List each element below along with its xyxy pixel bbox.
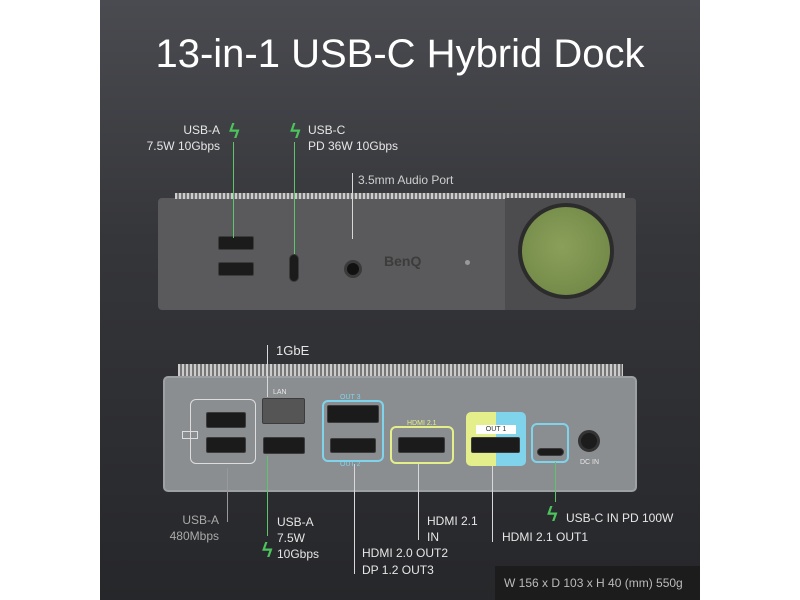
dp-label: OUT 3: [340, 394, 361, 401]
usbc-in-callout: USB-C IN PD 100W: [566, 511, 674, 525]
usb-a-port: [263, 437, 305, 454]
callout-line: [555, 462, 556, 502]
callout-line: [233, 142, 234, 238]
lightning-icon: ϟ: [229, 121, 240, 143]
hdmi-out1-callout: HDMI 2.1 OUT1: [502, 530, 589, 544]
callout-line: [294, 142, 295, 254]
lightning-icon: ϟ: [262, 540, 273, 562]
dock-front-vent: [175, 193, 625, 199]
usb-a-port: [206, 412, 246, 428]
dock-back: [163, 376, 637, 492]
callout-line: [227, 468, 228, 522]
front-usbc-label: USB-C: [308, 123, 346, 137]
hdmi-in-port: [398, 437, 445, 453]
hdmi-out2-callout: HDMI 2.0 OUT2: [362, 546, 449, 560]
dp-out3-callout: DP 1.2 OUT3: [362, 563, 434, 577]
page-title: 13-in-1 USB-C Hybrid Dock: [155, 32, 645, 76]
lan-port-label: LAN: [273, 389, 287, 396]
back-usba-label: USB-A: [277, 515, 314, 529]
dimensions-box: [495, 566, 700, 600]
hdmi-out1-port-label: OUT 1: [476, 425, 516, 434]
hdmi-out2-port: [330, 438, 376, 453]
usb-a-port: [206, 437, 246, 453]
brand-logo: BenQ: [384, 253, 422, 269]
usbc-in-group: [531, 423, 569, 463]
front-usbc-spec: PD 36W 10Gbps: [308, 139, 399, 153]
hdmi-in-callout-2: IN: [427, 530, 439, 544]
usb-a-port: [218, 262, 254, 276]
dc-in-port: [578, 430, 600, 452]
audio-jack: [344, 260, 362, 278]
hdmi-in-group: [390, 426, 454, 464]
keyboard-icon: [182, 431, 198, 439]
displayport: [327, 405, 379, 423]
hdmi-in-port-label: HDMI 2.1: [407, 420, 437, 427]
front-usba-spec: 7.5W 10Gbps: [146, 139, 220, 153]
status-led: [465, 260, 470, 265]
usb-a-port: [218, 236, 254, 250]
display-out-group: [322, 400, 384, 462]
lan-port: [262, 398, 305, 424]
hdmi-out2-label: OUT 2: [340, 461, 361, 468]
callout-line: [354, 464, 355, 574]
back-usba-spec1: 7.5W: [277, 531, 306, 545]
callout-line: [352, 173, 353, 239]
audio-label: 3.5mm Audio Port: [358, 173, 454, 187]
lightning-icon: ϟ: [547, 504, 558, 526]
usba480-label: USB-A: [182, 513, 219, 527]
back-usba-spec2: 10Gbps: [277, 547, 320, 561]
usba480-spec: 480Mbps: [169, 529, 219, 543]
lightning-icon: ϟ: [290, 121, 301, 143]
usb-c-port: [289, 254, 299, 282]
volume-knob[interactable]: [518, 203, 614, 299]
usb-a-480-group: [190, 399, 256, 464]
front-usba-label: USB-A: [183, 123, 220, 137]
usbc-in-port: [537, 448, 564, 456]
callout-line: [418, 464, 419, 540]
callout-line: [267, 456, 268, 536]
dimensions-text: W 156 x D 103 x H 40 (mm) 550g: [504, 576, 683, 590]
lan-label: 1GbE: [276, 343, 310, 358]
callout-line: [492, 466, 493, 542]
dc-in-label: DC IN: [580, 459, 600, 466]
hdmi-in-callout: HDMI 2.1: [427, 514, 478, 528]
dock-back-vent: [178, 364, 623, 378]
hdmi-out1-port: [471, 437, 520, 453]
callout-line: [267, 345, 268, 397]
